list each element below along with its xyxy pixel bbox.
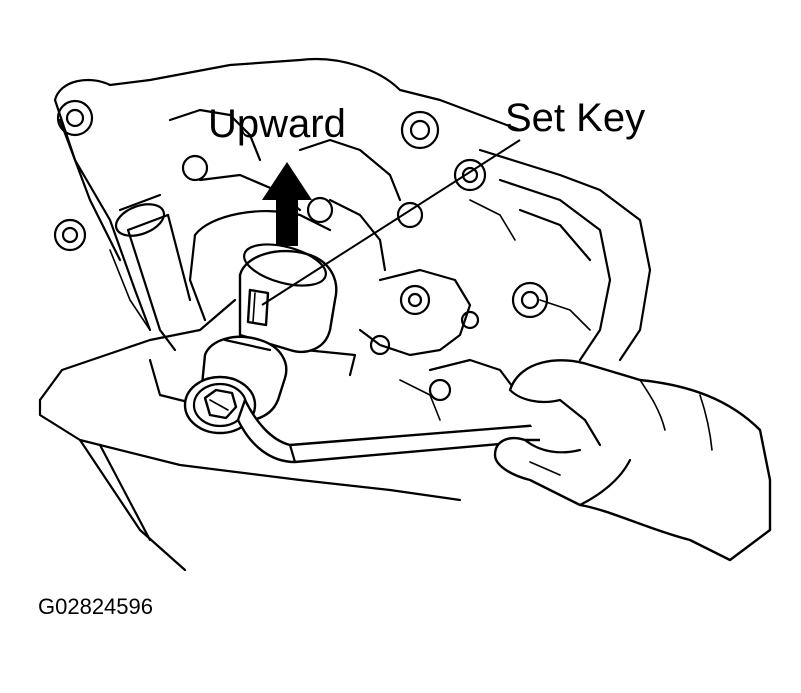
shift-rod [114,193,192,352]
socket-tool [183,243,338,435]
upward-label: Upward [208,102,346,146]
figure-id: G02824596 [38,594,153,619]
hand [493,359,772,562]
set-key-label: Set Key [505,96,646,140]
transmission-housing [38,58,652,572]
upward-arrow [262,162,312,246]
set-key-slot [246,288,270,327]
set-key-leader-line [261,139,521,306]
bolt-holes [53,99,549,402]
